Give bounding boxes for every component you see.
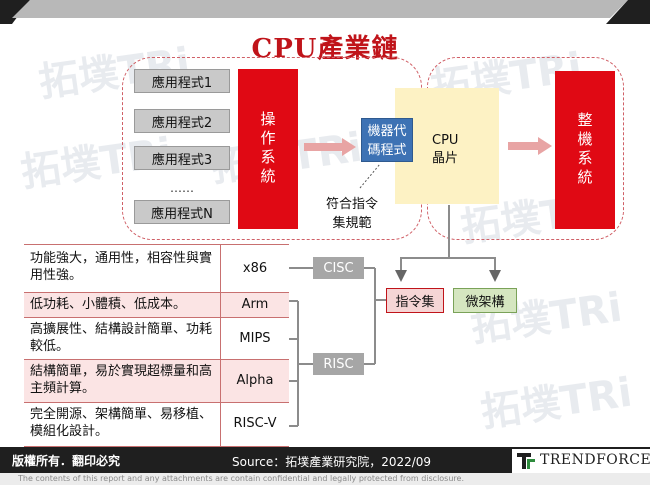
- table-row-desc: 低功耗、小體積、低成本。: [24, 292, 220, 317]
- table-row-arch: RISC-V: [220, 402, 289, 447]
- brand-name: TRENDFORCE: [540, 452, 650, 468]
- copyright-text: 版權所有．翻印必究: [12, 454, 121, 468]
- table-row-desc: 功能強大，通用性，相容性與實用性強。: [24, 244, 220, 292]
- architecture-table: 功能強大，通用性，相容性與實用性強。 x86 低功耗、小體積、低成本。 Arm …: [24, 244, 289, 447]
- source-text: Source：拓墣產業研究院，2022/09: [232, 455, 432, 469]
- table-row-arch: Alpha: [220, 359, 289, 402]
- microarchitecture-box: 微架構: [453, 288, 517, 313]
- table-row-arch: x86: [220, 244, 289, 292]
- app-box: 應用程式N: [134, 200, 230, 224]
- isa-note: 符合指令集規範: [325, 197, 378, 231]
- app-box: 應用程式1: [134, 69, 230, 93]
- app-box: 應用程式3: [134, 146, 230, 170]
- app-ellipsis: ……: [170, 181, 194, 195]
- os-bar: 操作系統: [238, 69, 298, 229]
- top-bar: [0, 0, 650, 24]
- isa-box: 指令集: [386, 288, 444, 313]
- page-title: CPU產業鏈: [251, 34, 399, 64]
- risc-tag: RISC: [313, 353, 364, 375]
- cisc-tag: CISC: [313, 257, 364, 279]
- disclaimer: The contents of this report and any atta…: [0, 473, 650, 485]
- machine-bar: 整機系統: [555, 71, 615, 229]
- app-box: 應用程式2: [134, 109, 230, 133]
- table-row-arch: MIPS: [220, 317, 289, 359]
- table-row-desc: 高擴展性、結構設計簡單、功耗較低。: [24, 317, 220, 359]
- machine-code-box: 機器代碼程式: [361, 118, 413, 162]
- cpu-chip-label: CPU 晶片: [432, 133, 459, 166]
- table-row-arch: Arm: [220, 292, 289, 317]
- table-row-desc: 完全開源、架構簡單、易移植、模組化設計。: [24, 402, 220, 447]
- table-row-desc: 結構簡單，易於實現超標量和高主頻計算。: [24, 359, 220, 402]
- trendforce-logo-icon: [517, 453, 535, 469]
